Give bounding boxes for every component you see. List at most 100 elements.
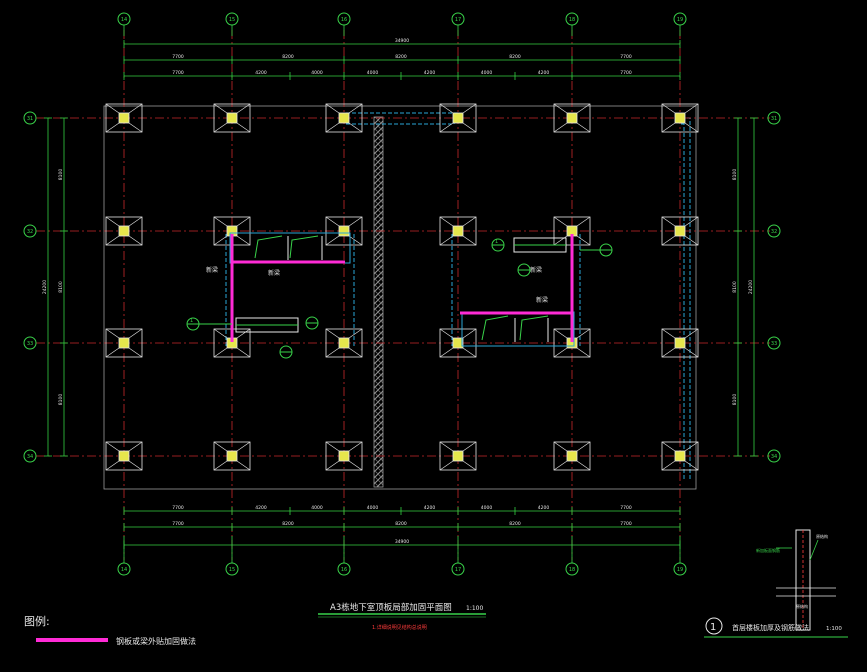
column-cap-diagonal	[105, 122, 120, 133]
grid-bubble-label: 33	[27, 341, 33, 347]
grid-bubble-label: 33	[771, 341, 777, 347]
dim-bottom-sub-label: 7700	[172, 505, 184, 511]
grid-bubble-label: 18	[569, 567, 575, 573]
column	[325, 216, 363, 246]
column-cap-diagonal	[236, 122, 251, 133]
column-cap-diagonal	[661, 103, 676, 114]
callout-beam-b: 新梁	[536, 296, 548, 304]
column-cap-diagonal	[213, 460, 228, 471]
column-cap	[661, 216, 699, 246]
column-cap-diagonal	[213, 328, 228, 339]
column-cap-diagonal	[553, 122, 568, 133]
column-cap-diagonal	[325, 122, 340, 133]
column-cap-diagonal	[128, 328, 143, 339]
grid-bubble-label: 14	[121, 567, 127, 573]
detail-label-left: 新加板面钢筋	[756, 547, 780, 553]
grid-bubble	[23, 111, 37, 125]
grid-bubble-label: 19	[677, 567, 683, 573]
column-cap-diagonal	[576, 235, 591, 246]
dim-bottom-total-label: 34900	[395, 539, 409, 545]
section-marker-left	[186, 316, 319, 359]
detail-number: 1	[710, 622, 716, 633]
column-cap-diagonal	[553, 441, 568, 452]
column-core	[118, 337, 130, 349]
column	[439, 328, 477, 358]
reinforcement-zone-left	[229, 232, 351, 342]
column-cap-diagonal	[105, 235, 120, 246]
dim-right-segment-label: 8100	[732, 281, 738, 293]
column-cap	[661, 441, 699, 471]
column-cap-diagonal	[128, 235, 143, 246]
column-cap-diagonal	[661, 441, 676, 452]
column-cap-diagonal	[439, 235, 454, 246]
column-cap-diagonal	[661, 122, 676, 133]
dim-bottom-segment-label: 7700	[172, 521, 184, 527]
column-cap-diagonal	[348, 216, 363, 227]
column-cap-diagonal	[348, 347, 363, 358]
column-cap	[661, 328, 699, 358]
column-cap-diagonal	[105, 460, 120, 471]
dim-bottom-segment-label: 8200	[509, 521, 521, 527]
grid-bubble	[767, 336, 781, 350]
dim-bottom-sub-label: 4200	[424, 505, 436, 511]
column-cap-diagonal	[128, 460, 143, 471]
dim-top-segment-label: 8200	[509, 54, 521, 60]
column-cap-diagonal	[684, 103, 699, 114]
column	[325, 441, 363, 471]
column	[661, 441, 699, 471]
column-cap-diagonal	[684, 328, 699, 339]
grid-bubble-label: 19	[677, 17, 683, 23]
grid-bubble	[23, 336, 37, 350]
column-cap-diagonal	[128, 216, 143, 227]
column-cap	[213, 441, 251, 471]
grid-bubble	[767, 111, 781, 125]
dim-top-sub-label: 4000	[311, 70, 323, 76]
column	[661, 216, 699, 246]
legend-item-label: 钢板或梁外贴加固做法	[116, 636, 196, 646]
column-cap-diagonal	[236, 347, 251, 358]
column-cap-diagonal	[439, 347, 454, 358]
column-cap-diagonal	[348, 235, 363, 246]
grid-bubble	[767, 449, 781, 463]
column-cap-diagonal	[576, 122, 591, 133]
column-cap-diagonal	[236, 441, 251, 452]
column-cap-diagonal	[128, 347, 143, 358]
dim-top-sub-label: 7700	[172, 70, 184, 76]
section-marker-right	[491, 238, 613, 277]
dim-bottom-sub-label: 7700	[620, 505, 632, 511]
column-cap	[439, 216, 477, 246]
detail-title: 首层楼板加厚及钢筋做法	[732, 623, 809, 632]
dim-bottom-sub-label: 4000	[481, 505, 493, 511]
column-cap-diagonal	[684, 122, 699, 133]
column-cap-diagonal	[684, 216, 699, 227]
column	[105, 328, 143, 358]
column-cap-diagonal	[439, 441, 454, 452]
dim-top-total-label: 34900	[395, 38, 409, 44]
column-cap-diagonal	[462, 216, 477, 227]
column-core	[452, 112, 464, 124]
column-cap-diagonal	[105, 216, 120, 227]
dim-right-segment-label: 8100	[732, 169, 738, 181]
column-cap-diagonal	[576, 103, 591, 114]
column-cap-diagonal	[684, 347, 699, 358]
grid-bubble-label: 34	[771, 454, 777, 460]
grid-bubble-label: 14	[121, 17, 127, 23]
column-cap-diagonal	[348, 460, 363, 471]
column-cap-diagonal	[553, 216, 568, 227]
column-cap	[105, 103, 143, 133]
dim-left-segment-label: 8100	[58, 281, 64, 293]
column-cap-diagonal	[553, 347, 568, 358]
column-cap	[105, 441, 143, 471]
column-cap-diagonal	[213, 216, 228, 227]
column-core	[452, 337, 464, 349]
column-cap-diagonal	[661, 328, 676, 339]
column-cap-diagonal	[462, 441, 477, 452]
column-core	[226, 450, 238, 462]
column-cap-diagonal	[348, 122, 363, 133]
column-cap-diagonal	[325, 235, 340, 246]
dim-left-segment-label: 8100	[58, 394, 64, 406]
